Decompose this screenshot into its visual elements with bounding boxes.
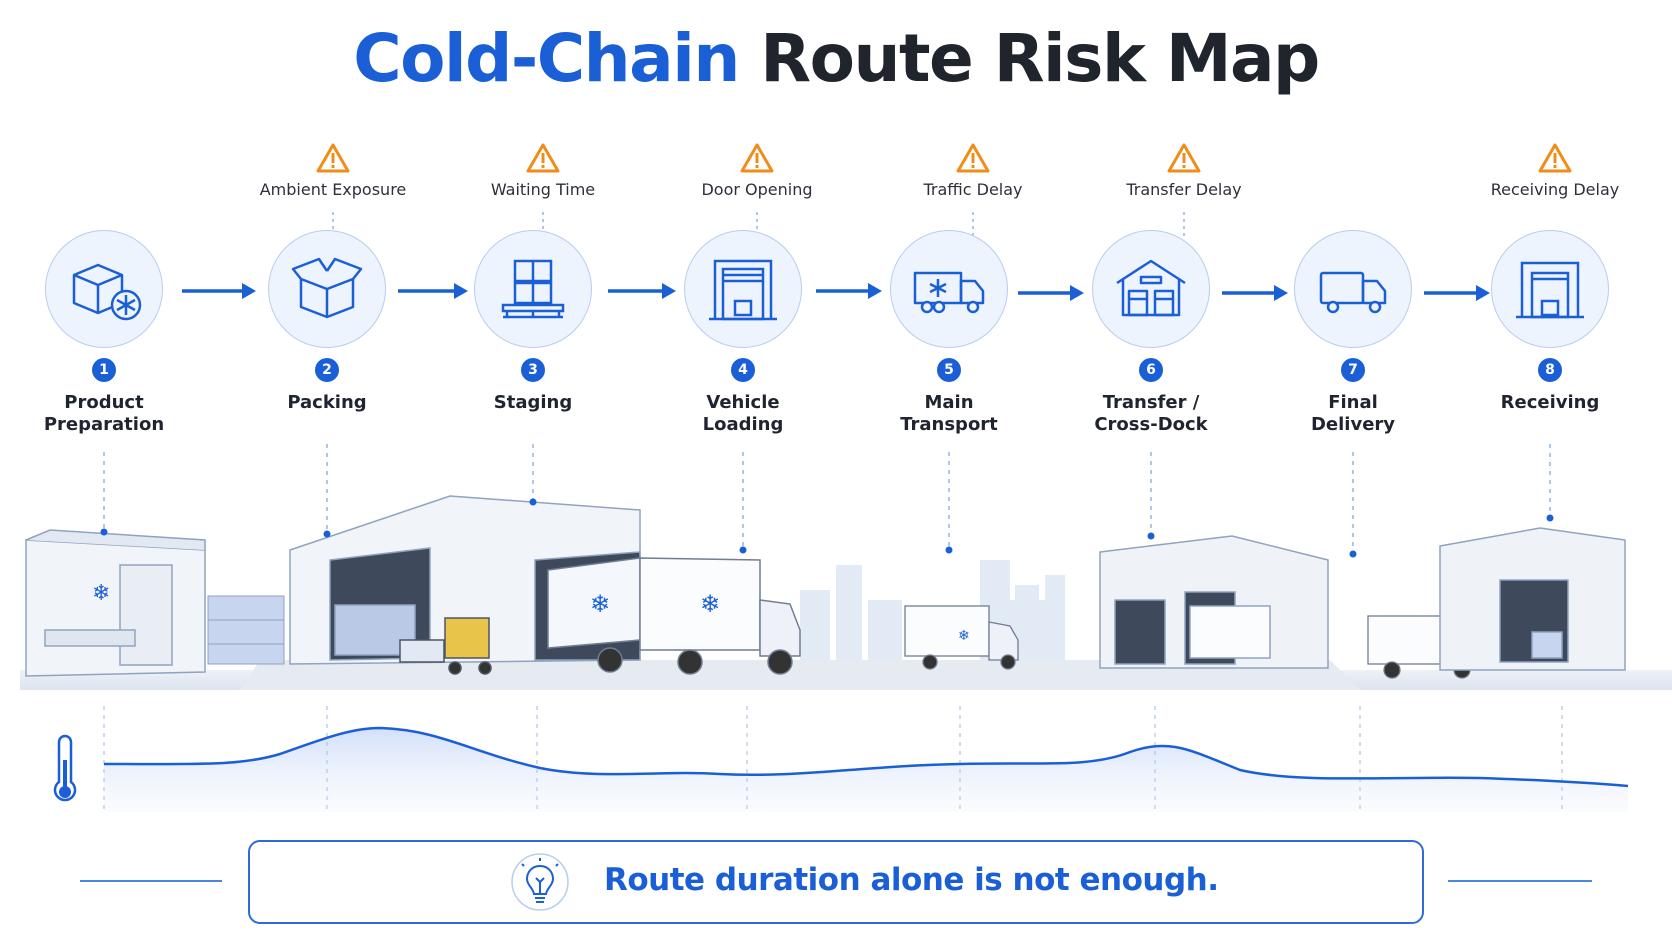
reefer-truck-loading [547,557,801,675]
pallet-icon [501,259,565,319]
step-transfer-cross-dock: 6 Transfer / Cross-Dock [1051,230,1251,436]
warehouse-icon [1116,259,1186,317]
step-final-delivery: 7 Final Delivery [1253,230,1453,436]
step-label: Product Preparation [43,392,165,435]
step-number-badge: 7 [1341,358,1365,382]
key-insight-text: Route duration alone is not enough. [604,862,1219,898]
loading-dock-icon [709,259,777,321]
warning-icon [1167,143,1201,173]
step-label: Vehicle Loading [702,392,784,435]
step-number-badge: 4 [731,358,755,382]
step-staging: 3 Staging [433,230,633,414]
warning-icon [316,143,350,173]
cross-dock-building [1099,535,1329,669]
key-insight-banner: Route duration alone is not enough. [248,840,1424,924]
step-icon-circle [684,230,802,348]
step-label: Staging [493,392,573,413]
warning-icon [526,143,560,173]
refrigerated-truck-icon [913,271,985,314]
step-number-badge: 8 [1538,358,1562,382]
warning-label: Traffic Delay [923,180,1023,199]
warning-receiving-delay: Receiving Delay [1455,142,1655,199]
step-icon-circle [1491,230,1609,348]
warning-waiting-time: Waiting Time [443,142,643,199]
step-number-badge: 5 [937,358,961,382]
warning-icon [1538,143,1572,173]
leader-dots [100,498,1554,558]
step-label: Receiving [1500,392,1600,413]
cold-room-building [25,529,206,677]
step-label: Packing [287,392,367,413]
step-packing: 2 Packing [227,230,427,414]
step-receiving: 8 Receiving [1450,230,1650,414]
step-label: Transfer / Cross-Dock [1094,392,1208,435]
step-number-badge: 1 [92,358,116,382]
step-label: Final Delivery [1310,392,1396,435]
step-leaders [103,444,1551,552]
step-number-badge: 3 [521,358,545,382]
warning-label: Door Opening [701,180,813,199]
step-icon-circle [268,230,386,348]
delivery-van-icon [1319,271,1387,314]
lightbulb-icon [511,853,569,911]
warning-icon [956,143,990,173]
footer-rule-left [80,880,222,882]
footer-rule-right [1448,880,1592,882]
temperature-curve [103,726,1629,788]
open-box-icon [291,257,363,319]
warning-icon [740,143,774,173]
step-icon-circle [1092,230,1210,348]
warning-label: Transfer Delay [1126,180,1242,199]
warning-label: Receiving Delay [1490,180,1620,199]
frozen-box-icon [72,263,142,321]
step-icon-circle [45,230,163,348]
snowflake-icon: ❄ [700,590,720,618]
warning-ambient-exposure: Ambient Exposure [233,142,433,199]
page-title: Cold-Chain Route Risk Map [0,20,1672,97]
warning-connectors [332,212,1185,236]
risk-warnings: Ambient Exposure Waiting Time Door Openi… [0,0,1672,230]
warning-door-opening: Door Opening [657,142,857,199]
warning-transfer-delay: Transfer Delay [1084,142,1284,199]
reefer-truck-transport [904,605,1019,670]
step-icon-circle [474,230,592,348]
step-vehicle-loading: 4 Vehicle Loading [643,230,843,436]
flow-arrows [182,283,1490,301]
receiving-building [1439,527,1626,671]
step-number-badge: 2 [315,358,339,382]
pallet-stack [207,595,285,665]
snowflake-icon: ❄ [958,628,970,644]
snowflake-icon: ❄ [92,581,110,606]
step-label: Main Transport [900,392,998,435]
warning-label: Waiting Time [490,180,596,199]
logistics-scene: ❄ ❄ ❄ ❄ [20,495,1672,690]
step-main-transport: 5 Main Transport [849,230,1049,436]
step-number-badge: 6 [1139,358,1163,382]
thermometer-icon [53,734,77,802]
title-accent: Cold-Chain [353,20,740,97]
step-icon-circle [890,230,1008,348]
process-steps: 1 Product Preparation 2 Packing 3 Stagin… [0,0,1672,460]
warning-traffic-delay: Traffic Delay [873,142,1073,199]
snowflake-icon: ❄ [590,590,610,618]
warning-label: Ambient Exposure [259,180,407,199]
receiving-dock-icon [1516,261,1584,319]
step-product-preparation: 1 Product Preparation [4,230,204,436]
title-rest: Route Risk Map [760,20,1320,97]
step-icon-circle [1294,230,1412,348]
forklift [399,617,492,675]
